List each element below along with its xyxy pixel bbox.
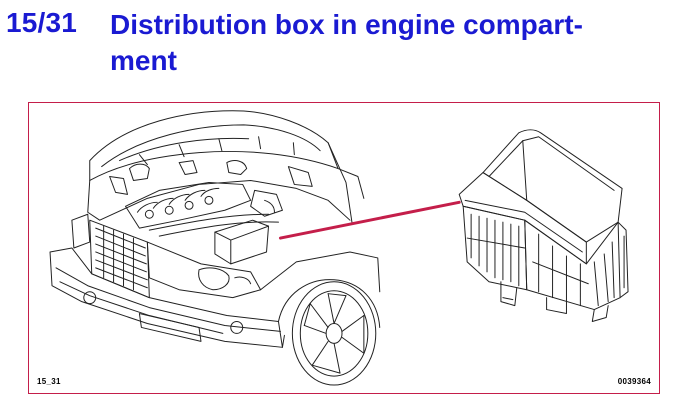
figure-frame: 15_31 0039364: [28, 102, 660, 394]
figure-reference-right: 0039364: [617, 377, 651, 386]
car-illustration: [49, 110, 381, 386]
page-heading: 15/31 Distribution box in engine compart…: [0, 0, 676, 80]
section-number: 15/31: [6, 7, 78, 38]
distribution-box-detail: [458, 129, 629, 322]
headlight: [146, 241, 262, 299]
front-fender: [260, 251, 381, 293]
engine-compartment-illustration: [49, 110, 629, 386]
distribution-box-in-bay: [214, 219, 270, 265]
front-grille: [89, 219, 150, 299]
section-title: Distribution box in engine compart- ment: [110, 9, 583, 76]
front-bumper: [49, 247, 283, 348]
figure-reference-left: 15_31: [37, 377, 61, 386]
front-wheel: [291, 281, 377, 386]
pointer-line: [278, 200, 461, 240]
open-hood: [89, 110, 339, 181]
